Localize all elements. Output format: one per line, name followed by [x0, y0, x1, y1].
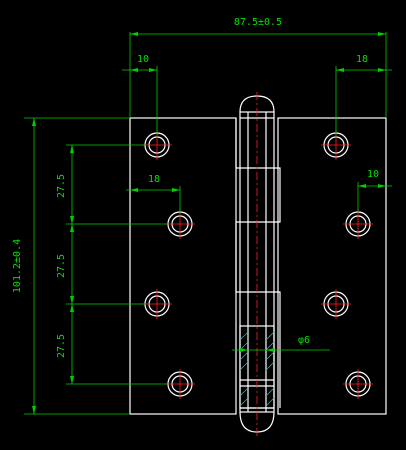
dim-overall-width-text: 87.5±0.5: [234, 17, 282, 28]
dim-pitch-bottom-text: 27.5: [56, 334, 67, 358]
dim-top-left-offset-text: 10: [137, 54, 149, 65]
hole-right-4: [343, 369, 373, 399]
dim-top-right-offset-text: 18: [356, 54, 368, 65]
dim-pin-diameter: φ6: [232, 335, 330, 352]
hole-right-3: [321, 289, 351, 319]
dim-overall-width: 87.5±0.5: [129, 17, 387, 118]
dim-overall-height: 101.2±0.4: [12, 117, 130, 415]
dim-overall-height-text: 101.2±0.4: [12, 239, 23, 293]
dim-pitch-top-text: 27.5: [56, 174, 67, 198]
dim-top-left-offset: 10: [122, 54, 158, 135]
hole-left-4: [165, 369, 195, 399]
dim-pitch-middle-text: 27.5: [56, 254, 67, 278]
dim-inner-right-offset-text: 10: [367, 169, 379, 180]
dim-pin-diameter-text: φ6: [298, 335, 310, 346]
dim-inner-left-offset-text: 18: [148, 174, 160, 185]
dim-hole-pitch: 27.5 27.5 27.5: [56, 144, 168, 385]
dim-inner-left-offset: 18: [126, 174, 181, 214]
right-leaf-outline: [277, 117, 387, 415]
dim-top-right-offset: 18: [335, 54, 392, 135]
hinge-barrel: [235, 95, 281, 433]
hole-left-3: [142, 289, 172, 319]
hole-right-2: [343, 209, 373, 239]
dim-inner-right-offset: 10: [357, 169, 392, 212]
left-leaf-outline: [129, 117, 237, 415]
